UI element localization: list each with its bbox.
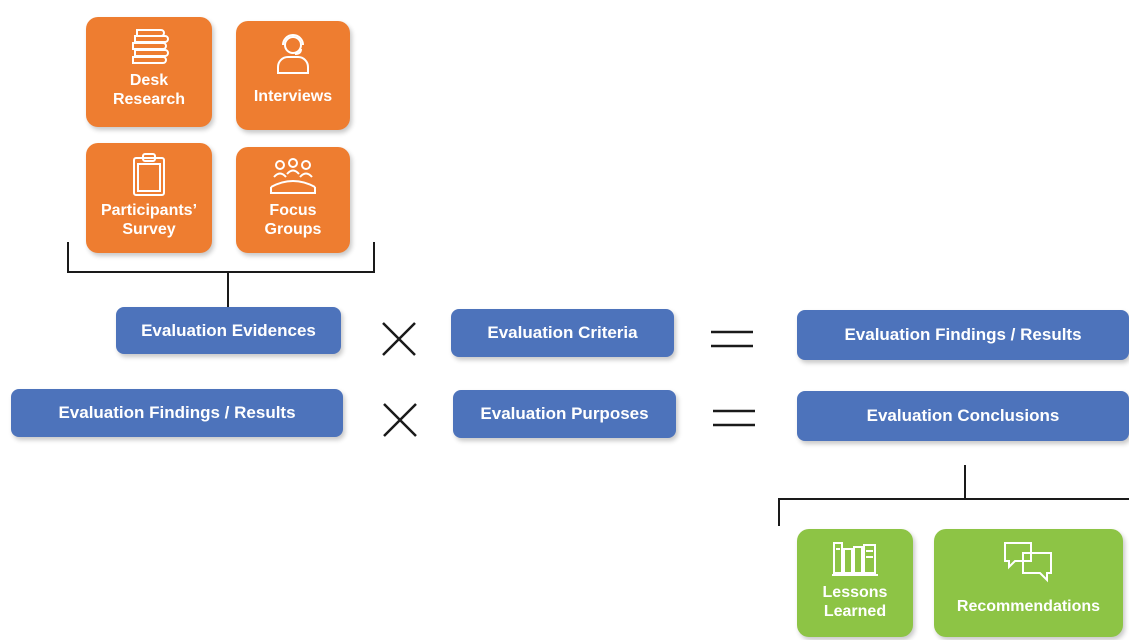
- evaluation-purposes-box: Evaluation Purposes: [453, 390, 676, 438]
- evaluation-findings-results-box: Evaluation Findings / Results: [797, 310, 1129, 360]
- clipboard-icon: [133, 153, 165, 196]
- multiply-icon: [383, 403, 417, 437]
- bracket-left-leg: [67, 242, 69, 272]
- tile-label: Interviews: [253, 88, 333, 105]
- recommendations-tile: Recommendations: [934, 529, 1123, 637]
- conclusion-bracket-left-leg: [778, 498, 780, 526]
- headset-person-icon: [277, 34, 309, 74]
- tile-label: Participants’ Survey: [100, 202, 198, 238]
- conclusion-stem: [964, 465, 966, 499]
- bracket-stem: [227, 272, 229, 307]
- multiply-icon: [382, 322, 416, 356]
- focus-groups-tile: Focus Groups: [236, 147, 350, 253]
- tile-label: Lessons Learned: [822, 584, 888, 620]
- lessons-learned-tile: Lessons Learned: [797, 529, 913, 637]
- tile-label: Focus Groups: [264, 202, 322, 238]
- bracket-bottom: [67, 271, 375, 273]
- evaluation-criteria-box: Evaluation Criteria: [451, 309, 674, 357]
- interviews-tile: Interviews: [236, 21, 350, 130]
- speech-bubbles-icon: [1003, 542, 1052, 583]
- equals-icon: [713, 409, 755, 427]
- tile-label: Desk Research: [112, 72, 186, 108]
- tile-label: Recommendations: [956, 598, 1101, 615]
- group-meeting-icon: [270, 158, 316, 194]
- books-icon: [132, 29, 169, 64]
- bracket-right-leg: [373, 242, 375, 272]
- participants-survey-tile: Participants’ Survey: [86, 143, 212, 253]
- evaluation-findings-results-input-box: Evaluation Findings / Results: [11, 389, 343, 437]
- evaluation-evidences-box: Evaluation Evidences: [116, 307, 341, 354]
- evaluation-conclusions-box: Evaluation Conclusions: [797, 391, 1129, 441]
- desk-research-tile: Desk Research: [86, 17, 212, 127]
- bookshelf-icon: [832, 542, 878, 576]
- conclusion-bracket-top: [778, 498, 1129, 500]
- equals-icon: [711, 330, 753, 348]
